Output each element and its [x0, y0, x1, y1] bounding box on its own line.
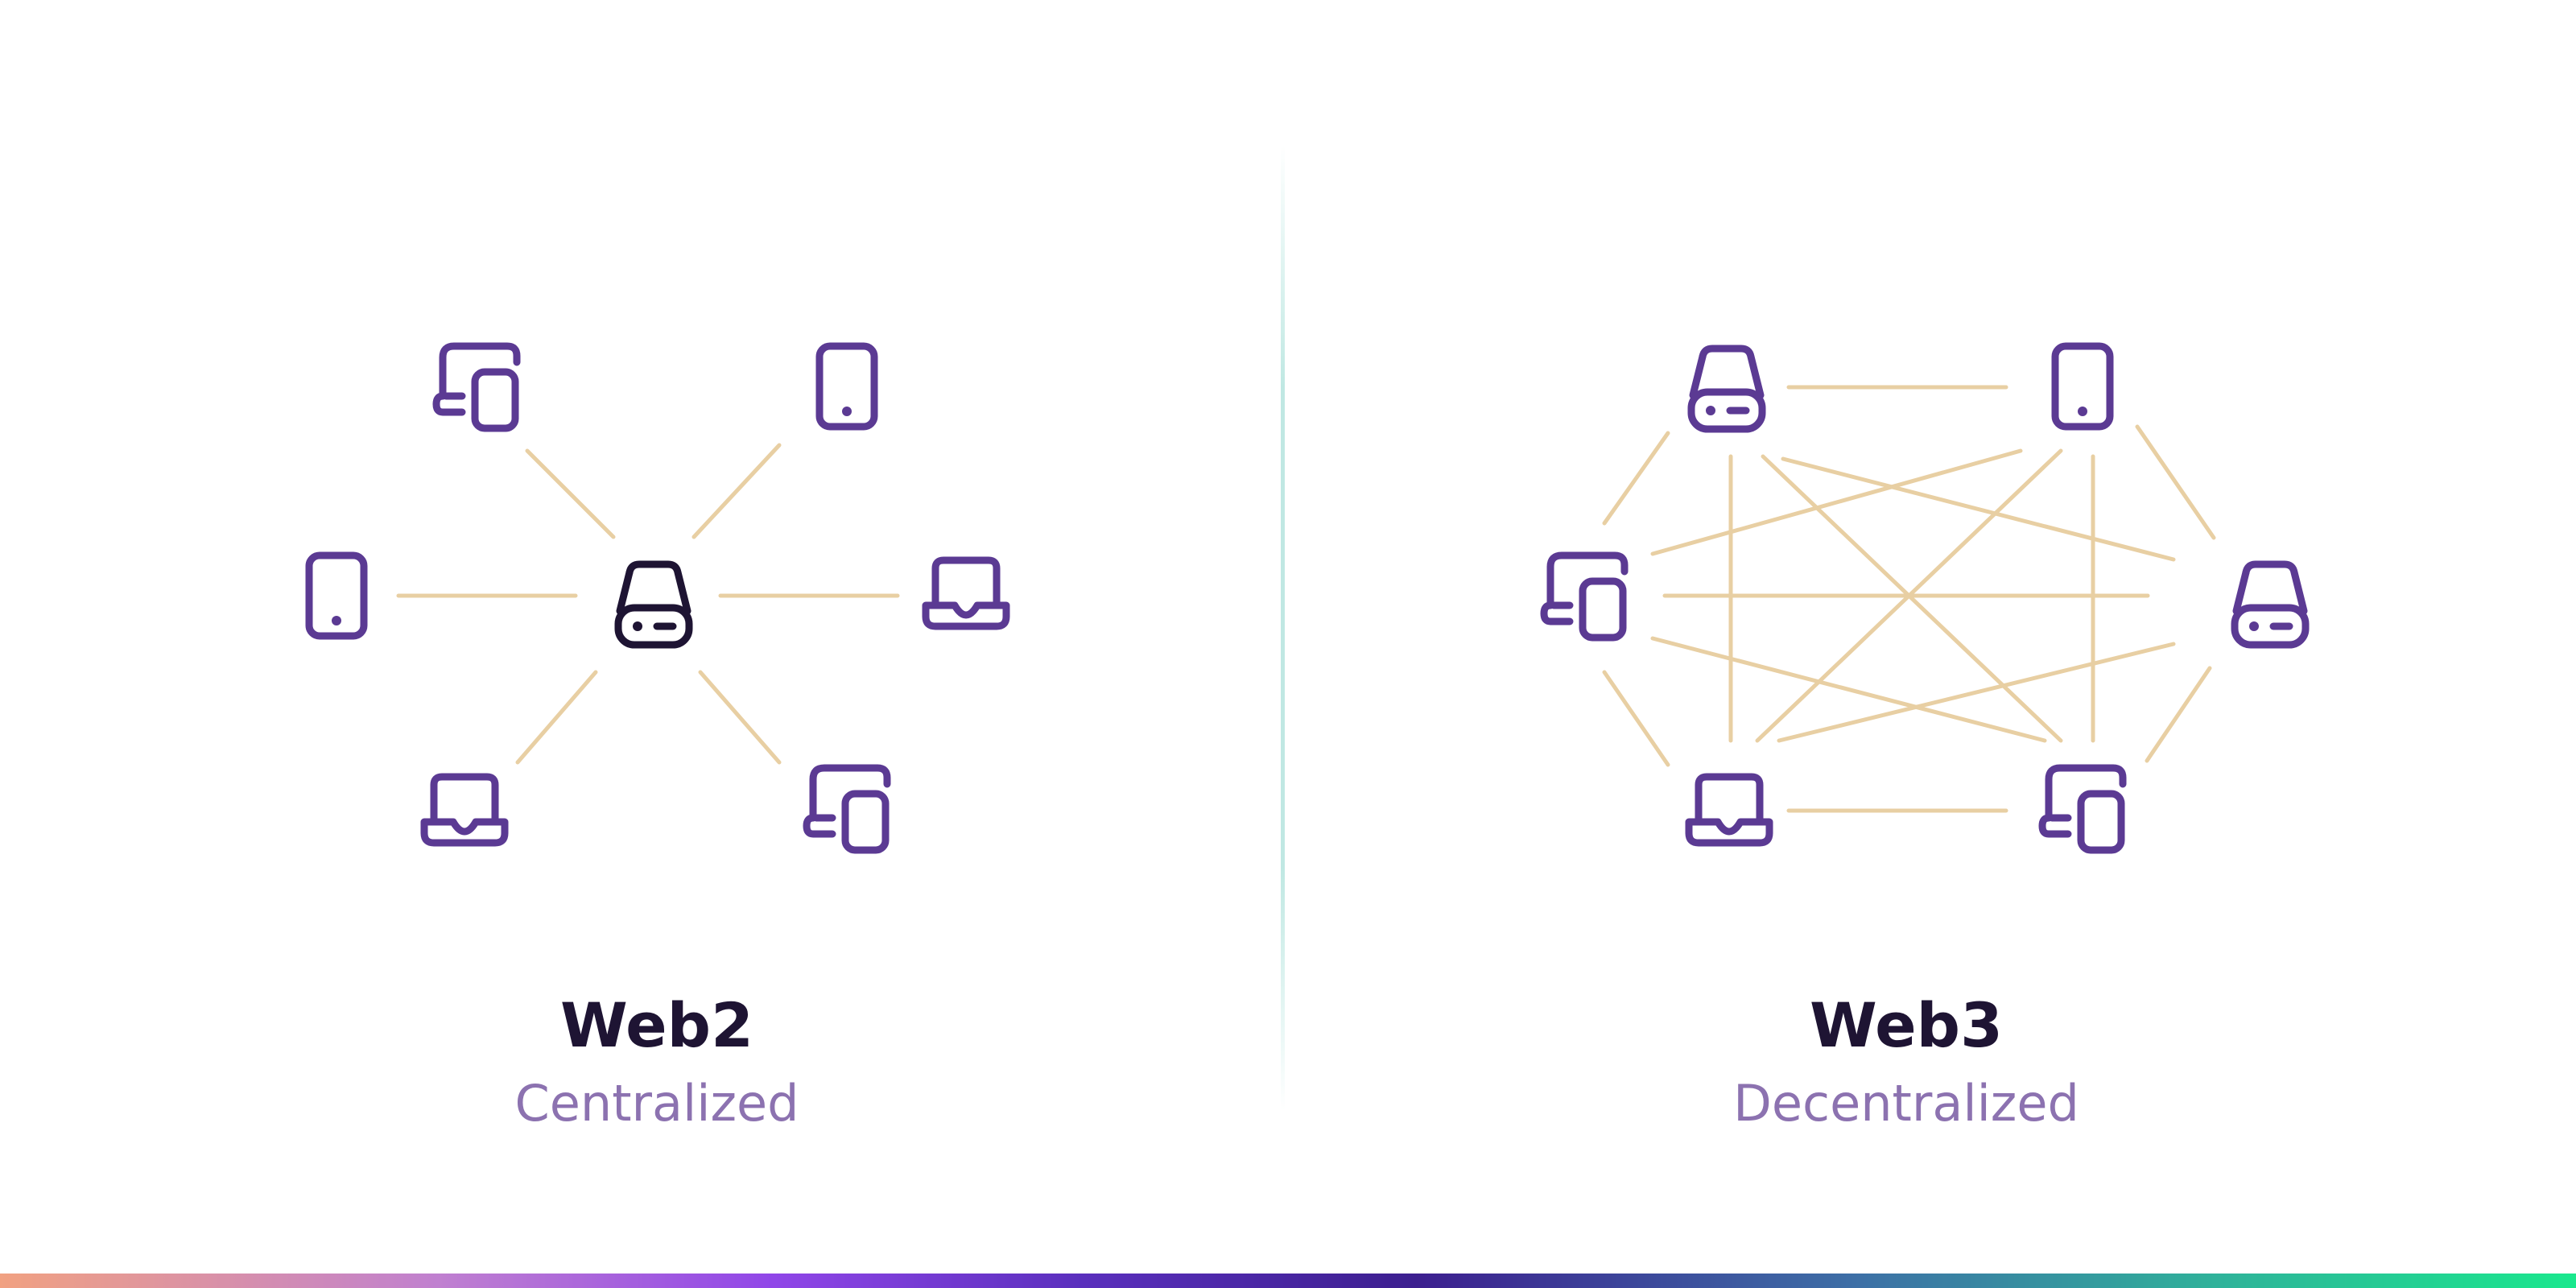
- web2-caption: Web2 Centralized: [335, 995, 979, 1129]
- server-icon: [2235, 564, 2306, 645]
- phone-icon: [2055, 346, 2110, 427]
- connector-line: [691, 443, 782, 539]
- laptop-icon: [926, 560, 1006, 626]
- web3-subtitle: Decentralized: [1733, 1074, 2079, 1133]
- server-icon: [618, 564, 689, 645]
- web2-diagram: [309, 346, 1006, 850]
- phone-icon: [309, 555, 364, 636]
- connector-line: [525, 448, 616, 539]
- connector-line: [1755, 448, 2063, 743]
- web3-connectors: [1602, 385, 2216, 813]
- connector-line: [1602, 670, 1670, 767]
- connector-line: [2145, 666, 2212, 763]
- laptop-icon: [424, 777, 505, 843]
- web3-diagram: [1544, 346, 2306, 850]
- multi-device-icon: [436, 346, 517, 428]
- connector-line: [1761, 454, 2063, 743]
- web3-caption: Web3 Decentralized: [1584, 995, 2228, 1129]
- connector-line: [1650, 448, 2023, 556]
- web2-title: Web2: [560, 989, 753, 1061]
- web2-connectors: [396, 443, 900, 765]
- web2-subtitle: Centralized: [514, 1074, 799, 1133]
- multi-device-icon: [2042, 768, 2123, 850]
- web3-title: Web3: [1810, 989, 2003, 1061]
- multi-device-icon: [1544, 555, 1624, 638]
- connector-line: [1777, 642, 2176, 743]
- connector-line: [1650, 636, 2047, 743]
- connector-line: [1781, 456, 2176, 562]
- connector-line: [698, 670, 782, 765]
- section-divider: [1281, 145, 1285, 1111]
- connector-line: [515, 670, 598, 765]
- web3-nodes: [1544, 346, 2306, 850]
- laptop-icon: [1689, 777, 1769, 843]
- web2-nodes: [309, 346, 1006, 850]
- connector-line: [1602, 431, 1670, 526]
- bottom-gradient-bar: [0, 1274, 2576, 1288]
- phone-icon: [819, 346, 874, 427]
- server-icon: [1691, 349, 1762, 429]
- multi-device-icon: [807, 768, 887, 850]
- connector-line: [2135, 424, 2216, 540]
